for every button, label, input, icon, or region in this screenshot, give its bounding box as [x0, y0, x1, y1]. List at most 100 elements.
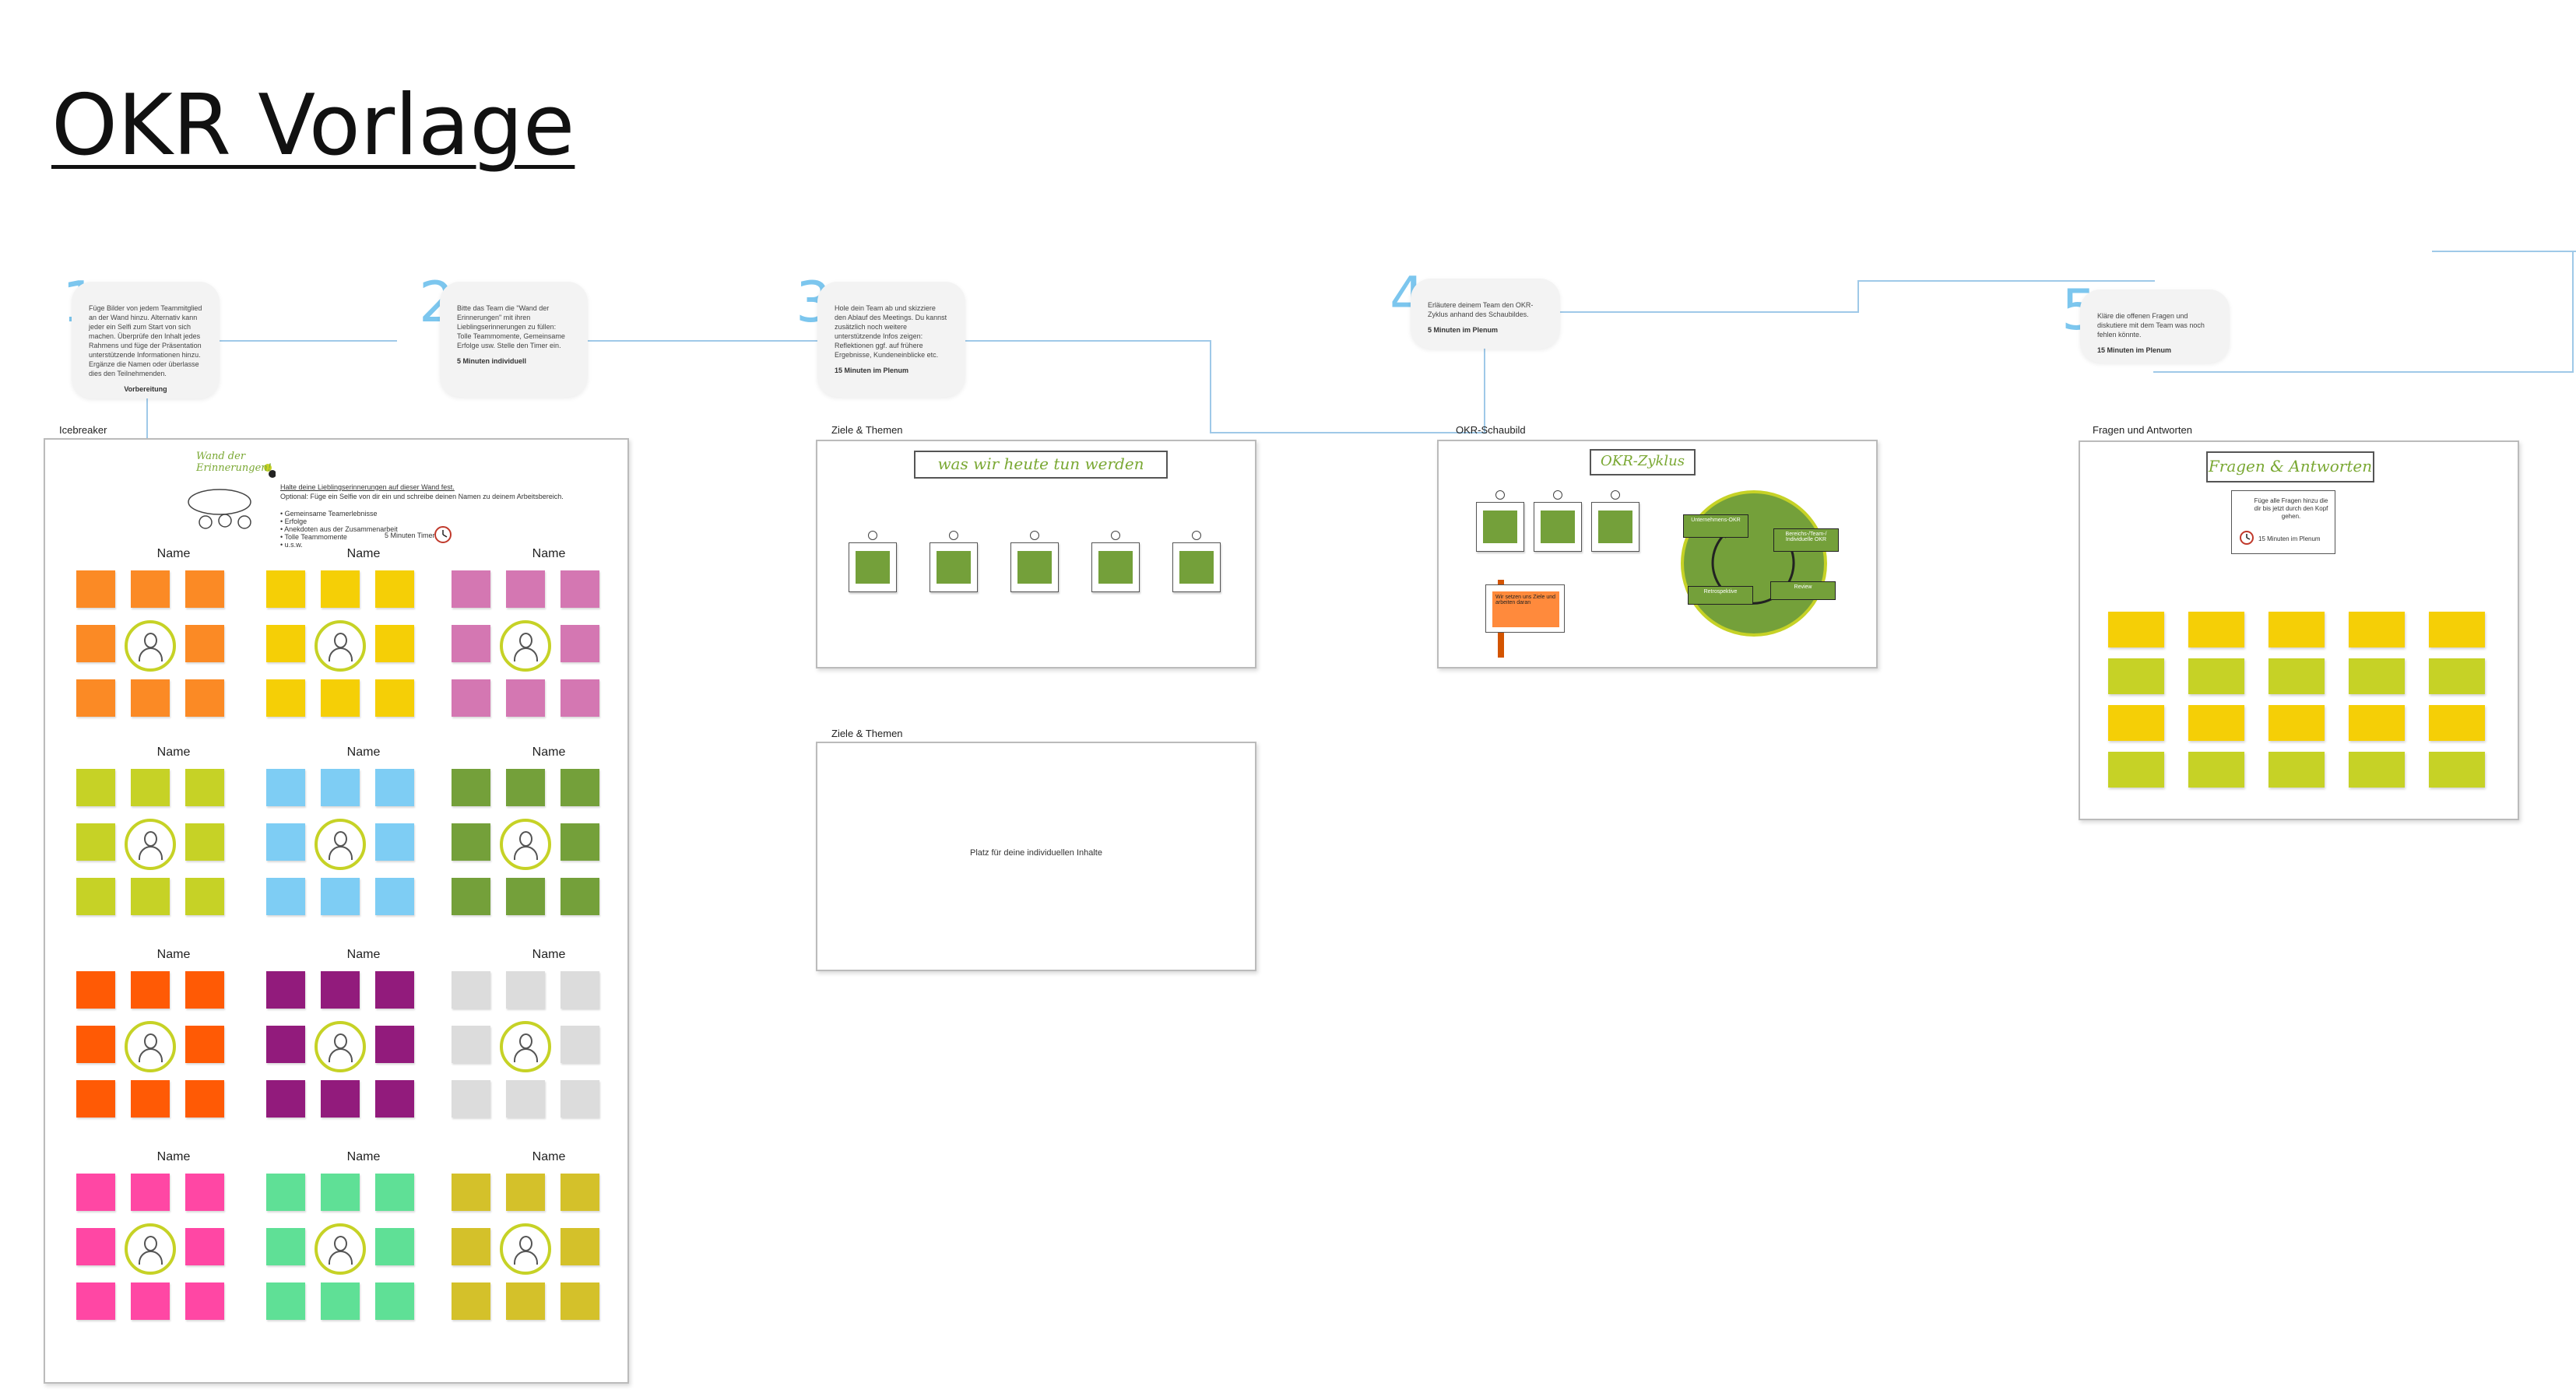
sticky-note[interactable]	[506, 679, 545, 717]
avatar-placeholder-icon[interactable]	[315, 819, 366, 870]
sticky-note[interactable]	[185, 1174, 224, 1211]
sticky-note[interactable]	[375, 1228, 414, 1265]
sticky-note[interactable]	[76, 1228, 115, 1265]
sticky-note[interactable]	[266, 1080, 305, 1118]
sticky-note[interactable]	[452, 971, 490, 1009]
sticky-note[interactable]	[131, 769, 170, 806]
sticky-note[interactable]	[506, 1174, 545, 1211]
sticky-note[interactable]	[561, 1080, 599, 1118]
sticky-note[interactable]	[452, 570, 490, 608]
avatar-placeholder-icon[interactable]	[315, 1223, 366, 1275]
avatar-placeholder-icon[interactable]	[500, 1021, 551, 1072]
sticky-note[interactable]	[452, 625, 490, 662]
sticky-note[interactable]	[561, 823, 599, 861]
sticky-note[interactable]	[561, 878, 599, 915]
sticky-note[interactable]	[266, 1228, 305, 1265]
sticky-note[interactable]	[561, 769, 599, 806]
sticky-note[interactable]	[561, 570, 599, 608]
sticky-note[interactable]	[131, 878, 170, 915]
member-name-label[interactable]: Name	[156, 746, 191, 759]
sticky-note[interactable]	[321, 1080, 360, 1118]
sticky-note[interactable]	[266, 878, 305, 915]
sticky-note[interactable]	[185, 823, 224, 861]
sticky-note[interactable]	[375, 1026, 414, 1063]
sticky-note[interactable]	[185, 1282, 224, 1320]
goals-frame[interactable]: was wir heute tun werden	[816, 440, 1256, 668]
member-name-label[interactable]: Name	[532, 1150, 566, 1163]
sticky-note[interactable]	[506, 1080, 545, 1118]
sticky-note[interactable]	[452, 1026, 490, 1063]
sticky-note[interactable]	[375, 1080, 414, 1118]
sticky-note[interactable]	[452, 1228, 490, 1265]
question-sticky-note[interactable]	[2188, 705, 2244, 741]
sticky-note[interactable]	[561, 1228, 599, 1265]
sticky-note[interactable]	[506, 769, 545, 806]
sticky-note[interactable]	[76, 878, 115, 915]
step-card-3[interactable]: Hole dein Team ab und skizziere den Abla…	[817, 282, 965, 397]
sticky-note[interactable]	[561, 1026, 599, 1063]
member-name-label[interactable]: Name	[156, 547, 191, 560]
sticky-note[interactable]	[185, 878, 224, 915]
question-sticky-note[interactable]	[2268, 705, 2325, 741]
sticky-note[interactable]	[185, 679, 224, 717]
sticky-note[interactable]	[452, 878, 490, 915]
sticky-note[interactable]	[266, 570, 305, 608]
sticky-note[interactable]	[185, 625, 224, 662]
avatar-placeholder-icon[interactable]	[500, 1223, 551, 1275]
sticky-note[interactable]	[506, 878, 545, 915]
question-sticky-note[interactable]	[2108, 705, 2164, 741]
avatar-placeholder-icon[interactable]	[125, 819, 176, 870]
sticky-note[interactable]	[131, 1080, 170, 1118]
goal-polaroid[interactable]	[1091, 531, 1140, 592]
sticky-note[interactable]	[185, 769, 224, 806]
sticky-note[interactable]	[375, 878, 414, 915]
sticky-note[interactable]	[452, 769, 490, 806]
sticky-note[interactable]	[321, 1282, 360, 1320]
sticky-note[interactable]	[452, 823, 490, 861]
sticky-note[interactable]	[375, 570, 414, 608]
sticky-note[interactable]	[266, 971, 305, 1009]
avatar-placeholder-icon[interactable]	[315, 620, 366, 672]
question-sticky-note[interactable]	[2188, 658, 2244, 694]
sticky-note[interactable]	[321, 769, 360, 806]
sticky-note[interactable]	[76, 823, 115, 861]
sticky-note[interactable]	[452, 1174, 490, 1211]
question-sticky-note[interactable]	[2429, 705, 2485, 741]
question-sticky-note[interactable]	[2349, 752, 2405, 788]
question-sticky-note[interactable]	[2349, 612, 2405, 647]
sticky-note[interactable]	[375, 823, 414, 861]
member-name-label[interactable]: Name	[346, 1150, 381, 1163]
sticky-note[interactable]	[375, 971, 414, 1009]
question-sticky-note[interactable]	[2429, 658, 2485, 694]
question-sticky-note[interactable]	[2108, 658, 2164, 694]
sticky-note[interactable]	[185, 971, 224, 1009]
sticky-note[interactable]	[321, 679, 360, 717]
sticky-note[interactable]	[131, 679, 170, 717]
question-sticky-note[interactable]	[2268, 612, 2325, 647]
sticky-note[interactable]	[506, 971, 545, 1009]
qa-frame[interactable]: Fragen & Antworten Füge alle Fragen hinz…	[2079, 440, 2519, 820]
member-name-label[interactable]: Name	[346, 746, 381, 759]
member-name-label[interactable]: Name	[532, 948, 566, 961]
sticky-note[interactable]	[76, 625, 115, 662]
question-sticky-note[interactable]	[2188, 612, 2244, 647]
sticky-note[interactable]	[76, 1026, 115, 1063]
step-card-2[interactable]: Bitte das Team die "Wand der Erinnerunge…	[440, 282, 588, 397]
member-name-label[interactable]: Name	[156, 948, 191, 961]
question-sticky-note[interactable]	[2429, 612, 2485, 647]
sticky-note[interactable]	[375, 1282, 414, 1320]
question-sticky-note[interactable]	[2108, 612, 2164, 647]
avatar-placeholder-icon[interactable]	[125, 620, 176, 672]
sticky-note[interactable]	[506, 570, 545, 608]
sticky-note[interactable]	[375, 769, 414, 806]
avatar-placeholder-icon[interactable]	[315, 1021, 366, 1072]
sticky-note[interactable]	[561, 679, 599, 717]
member-name-label[interactable]: Name	[346, 948, 381, 961]
step-card-5[interactable]: Kläre die offenen Fragen und diskutiere …	[2080, 289, 2230, 363]
sticky-note[interactable]	[266, 1026, 305, 1063]
sticky-note[interactable]	[375, 1174, 414, 1211]
member-name-label[interactable]: Name	[346, 547, 381, 560]
goal-polaroid[interactable]	[849, 531, 897, 592]
avatar-placeholder-icon[interactable]	[500, 620, 551, 672]
step-card-1[interactable]: Füge Bilder von jedem Teammitglied an de…	[72, 282, 220, 398]
